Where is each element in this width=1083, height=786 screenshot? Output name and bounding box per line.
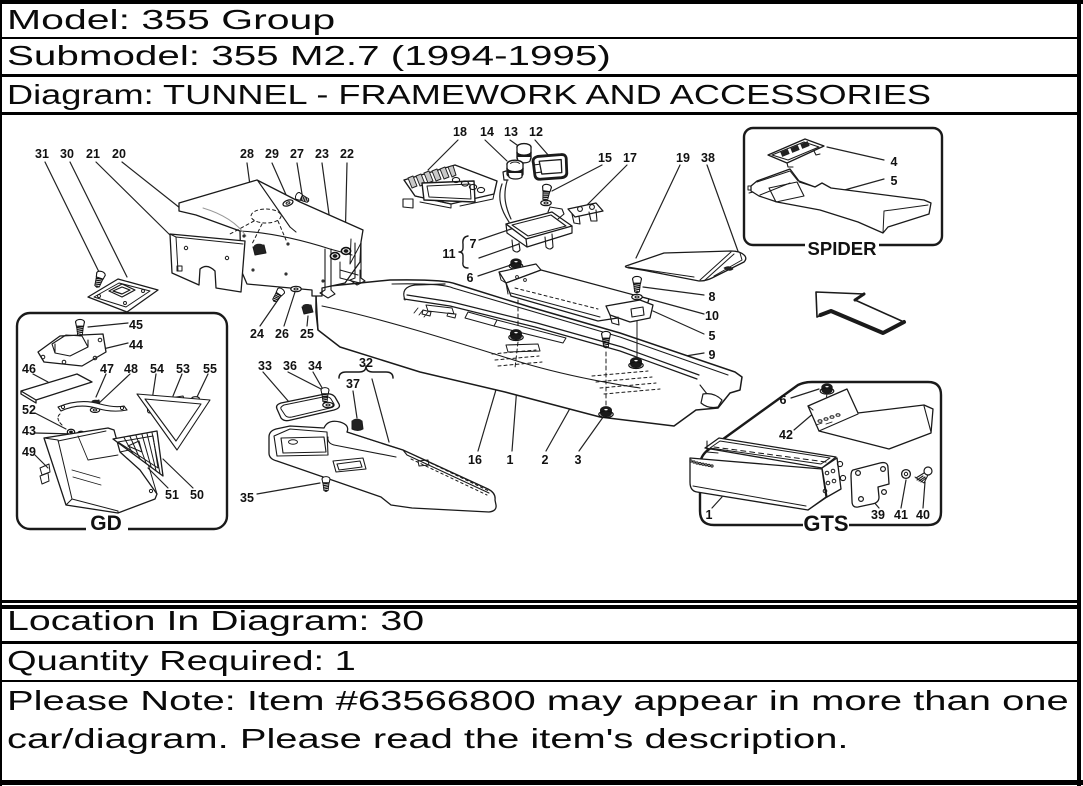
svg-text:36: 36 — [283, 359, 297, 373]
svg-text:6: 6 — [467, 271, 474, 285]
svg-text:14: 14 — [480, 125, 494, 139]
svg-text:39: 39 — [871, 508, 885, 522]
svg-text:21: 21 — [86, 147, 100, 161]
svg-text:2: 2 — [542, 453, 549, 467]
svg-text:34: 34 — [308, 359, 322, 373]
svg-text:6: 6 — [780, 393, 787, 407]
svg-text:25: 25 — [300, 327, 314, 341]
svg-text:41: 41 — [894, 508, 908, 522]
svg-text:48: 48 — [124, 362, 138, 376]
svg-text:51: 51 — [165, 488, 179, 502]
svg-text:50: 50 — [190, 488, 204, 502]
svg-text:SPIDER: SPIDER — [808, 238, 877, 259]
svg-text:5: 5 — [709, 329, 716, 343]
svg-text:32: 32 — [359, 356, 373, 370]
svg-text:28: 28 — [240, 147, 254, 161]
svg-text:44: 44 — [129, 338, 143, 352]
svg-text:42: 42 — [779, 428, 793, 442]
svg-text:15: 15 — [598, 151, 612, 165]
svg-text:17: 17 — [623, 151, 637, 165]
svg-text:9: 9 — [709, 348, 716, 362]
svg-text:5: 5 — [891, 174, 898, 188]
svg-text:31: 31 — [35, 147, 49, 161]
svg-text:54: 54 — [150, 362, 164, 376]
svg-text:40: 40 — [916, 508, 930, 522]
svg-text:46: 46 — [22, 362, 36, 376]
svg-text:29: 29 — [265, 147, 279, 161]
svg-text:GD: GD — [90, 512, 122, 535]
svg-text:38: 38 — [701, 151, 715, 165]
svg-text:45: 45 — [129, 318, 143, 332]
svg-text:47: 47 — [100, 362, 114, 376]
svg-text:43: 43 — [22, 424, 36, 438]
svg-text:27: 27 — [290, 147, 304, 161]
svg-text:20: 20 — [112, 147, 126, 161]
svg-text:52: 52 — [22, 403, 36, 417]
svg-text:7: 7 — [470, 237, 477, 251]
svg-text:8: 8 — [709, 290, 716, 304]
svg-text:55: 55 — [203, 362, 217, 376]
svg-text:12: 12 — [529, 125, 543, 139]
svg-text:3: 3 — [575, 453, 582, 467]
svg-text:35: 35 — [240, 491, 254, 505]
svg-text:23: 23 — [315, 147, 329, 161]
svg-text:49: 49 — [22, 445, 36, 459]
svg-text:30: 30 — [60, 147, 74, 161]
svg-text:4: 4 — [891, 155, 898, 169]
svg-text:10: 10 — [705, 309, 719, 323]
svg-text:22: 22 — [340, 147, 354, 161]
svg-text:19: 19 — [676, 151, 690, 165]
svg-text:13: 13 — [504, 125, 518, 139]
svg-text:16: 16 — [468, 453, 482, 467]
svg-text:18: 18 — [453, 125, 467, 139]
svg-text:37: 37 — [346, 377, 360, 391]
svg-text:33: 33 — [258, 359, 272, 373]
svg-text:GTS: GTS — [803, 511, 848, 536]
svg-text:1: 1 — [507, 453, 514, 467]
svg-text:26: 26 — [275, 327, 289, 341]
svg-text:1: 1 — [706, 508, 713, 522]
svg-text:53: 53 — [176, 362, 190, 376]
svg-text:11: 11 — [442, 247, 455, 261]
svg-text:24: 24 — [250, 327, 264, 341]
